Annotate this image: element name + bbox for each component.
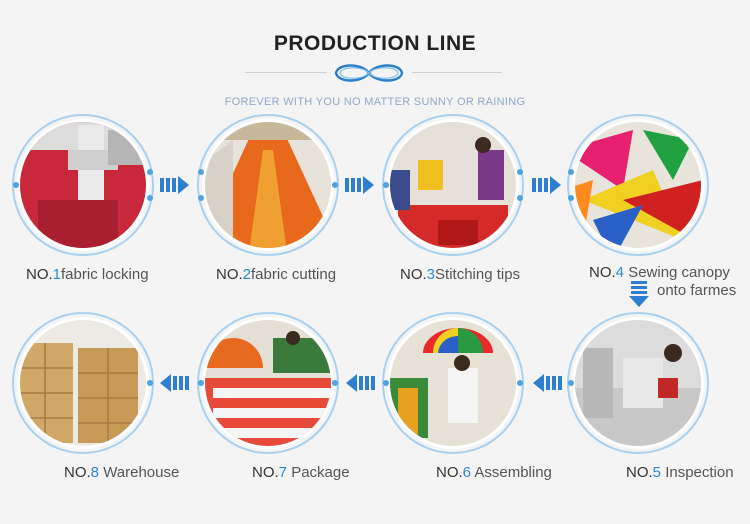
arrow-left-icon — [160, 374, 189, 392]
step-2-text: fabric cutting — [251, 266, 337, 283]
step-1-text: fabric locking — [61, 266, 149, 283]
step-5-text: Inspection — [665, 464, 734, 481]
step-6-text: Assembling — [474, 464, 552, 481]
step-3-number: 3 — [426, 266, 436, 283]
step-1-no: NO. — [26, 266, 53, 283]
step-6-label: NO.6 Assembling — [436, 464, 552, 481]
step-3-photo — [378, 110, 528, 260]
step-2-number: 2 — [242, 266, 252, 283]
step-3-no: NO. — [400, 266, 427, 283]
step-5-number: 5 — [652, 464, 662, 481]
step-2-photo — [193, 110, 343, 260]
step-2-no: NO. — [216, 266, 243, 283]
step-4-label: NO.4 Sewing canopy onto farmes — [589, 264, 736, 300]
step-8-text: Warehouse — [103, 464, 180, 481]
step-7-photo — [193, 308, 343, 458]
arrow-left-icon — [346, 374, 375, 392]
step-7-text: Package — [291, 464, 350, 481]
step-8-label: NO.8 Warehouse — [64, 464, 179, 481]
step-4-no: NO. — [589, 264, 616, 281]
step-1-label: NO.1fabric locking — [26, 266, 149, 283]
title-rule-left — [245, 72, 327, 73]
arrow-right-icon — [160, 176, 189, 194]
page-title: PRODUCTION LINE — [273, 32, 477, 55]
step-6-number: 6 — [462, 464, 472, 481]
step-5-no: NO. — [626, 464, 653, 481]
step-5-photo — [563, 308, 713, 458]
step-3-label: NO.3Stitching tips — [400, 266, 520, 283]
arrow-down-icon — [629, 281, 649, 307]
step-4-text-line2: onto farmes — [657, 282, 737, 299]
infinity-icon — [334, 64, 404, 82]
step-6-no: NO. — [436, 464, 463, 481]
step-2-label: NO.2fabric cutting — [216, 266, 336, 283]
step-7-label: NO.7 Package — [252, 464, 350, 481]
step-8-photo — [8, 308, 158, 458]
arrow-right-icon — [532, 176, 561, 194]
page-subtitle: FOREVER WITH YOU NO MATTER SUNNY OR RAIN… — [224, 96, 526, 108]
step-7-no: NO. — [252, 464, 279, 481]
title-rule-right — [412, 72, 502, 73]
step-6-photo — [378, 308, 528, 458]
step-8-no: NO. — [64, 464, 91, 481]
arrow-left-icon — [533, 374, 562, 392]
step-3-text: Stitching tips — [435, 266, 521, 283]
step-8-number: 8 — [90, 464, 100, 481]
step-1-photo — [8, 110, 158, 260]
step-1-number: 1 — [52, 266, 62, 283]
step-4-number: 4 — [615, 264, 625, 281]
arrow-right-icon — [345, 176, 374, 194]
step-5-label: NO.5 Inspection — [626, 464, 734, 481]
step-4-photo — [563, 110, 713, 260]
step-4-text: Sewing canopy — [628, 264, 730, 281]
step-7-number: 7 — [278, 464, 288, 481]
